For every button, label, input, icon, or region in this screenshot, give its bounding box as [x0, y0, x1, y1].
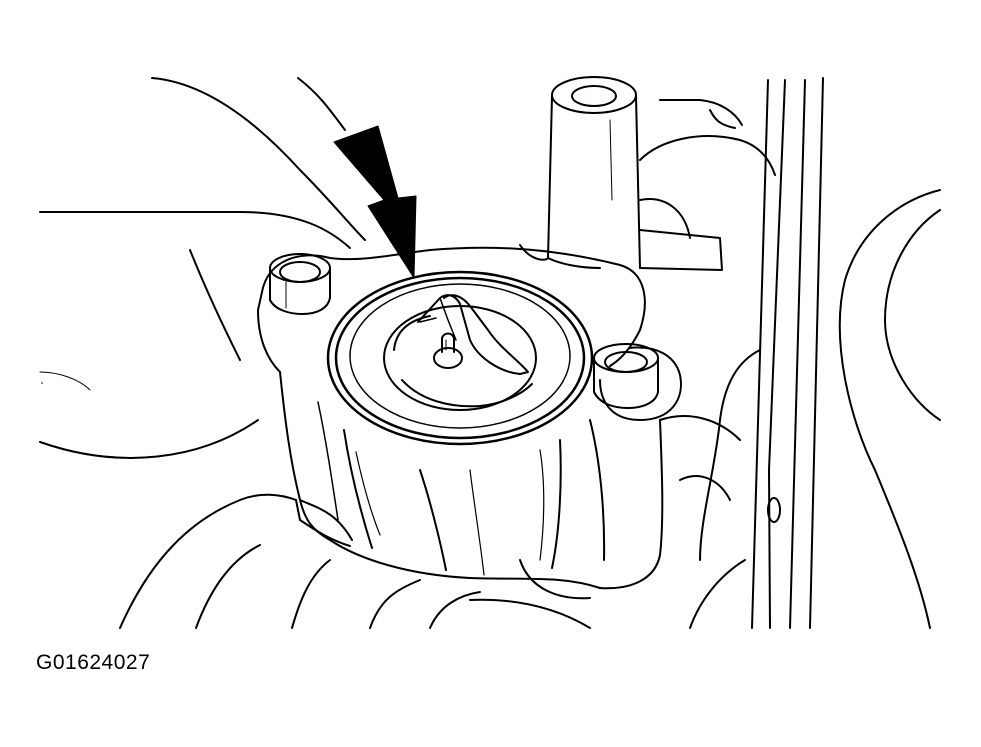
thermostat-housing: [258, 248, 681, 599]
figure-code: G01624027: [36, 651, 151, 674]
left-bolt-boss: [270, 254, 330, 314]
right-bolt-boss: [594, 344, 658, 408]
down-arrow-icon: [334, 126, 416, 278]
thermostat-seal: [328, 272, 592, 444]
stray-dot: [41, 382, 43, 384]
outlet-pipe: [520, 77, 722, 270]
engine-background-lines: [40, 78, 940, 628]
thermostat-valve: [384, 295, 536, 410]
